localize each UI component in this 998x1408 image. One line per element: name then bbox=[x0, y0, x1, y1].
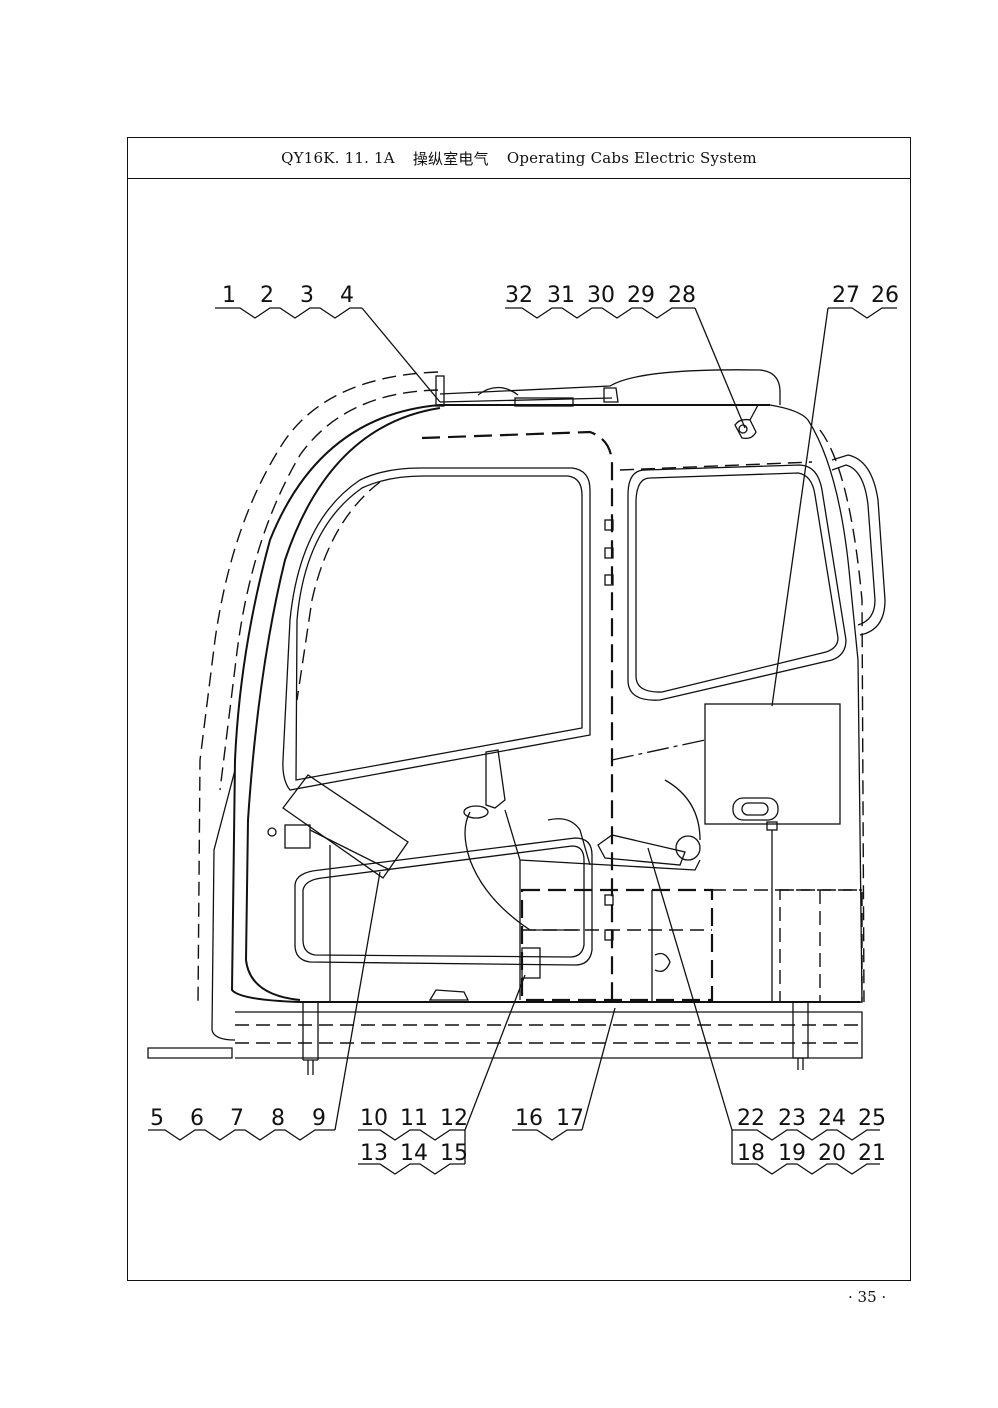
wiper-motor bbox=[734, 404, 759, 440]
callout-9: 9 bbox=[312, 1106, 326, 1131]
callout-6: 6 bbox=[190, 1106, 204, 1131]
drawing-code: QY16K. 11. 1A bbox=[281, 149, 395, 167]
callout-19: 19 bbox=[778, 1141, 806, 1166]
callout-group-bottom-d: 22 23 24 25 18 19 20 21 bbox=[731, 1106, 886, 1175]
joystick bbox=[463, 749, 701, 1000]
callout-24: 24 bbox=[818, 1106, 846, 1131]
callout-4: 4 bbox=[340, 283, 354, 308]
callout-21: 21 bbox=[858, 1141, 886, 1166]
callout-12: 12 bbox=[440, 1106, 468, 1131]
callout-group-top-center: 32 31 30 29 28 bbox=[505, 283, 696, 319]
roof-components bbox=[435, 375, 619, 407]
callout-26: 26 bbox=[871, 283, 899, 308]
roof-lamp-dome bbox=[477, 386, 519, 396]
ignition-switch bbox=[284, 824, 311, 849]
pedal-switch-block bbox=[597, 779, 701, 866]
callout-group-top-right: 27 26 bbox=[828, 283, 899, 319]
callout-1: 1 bbox=[222, 283, 236, 308]
roof-switch bbox=[603, 387, 619, 403]
relay-box bbox=[704, 703, 841, 1002]
callout-17: 17 bbox=[556, 1106, 584, 1131]
callout-10: 10 bbox=[360, 1106, 388, 1131]
callout-5: 5 bbox=[150, 1106, 164, 1131]
callout-18: 18 bbox=[737, 1141, 765, 1166]
callout-2: 2 bbox=[260, 283, 274, 308]
drawing-frame: QY16K. 11. 1A 操纵室电气 Operating Cabs Elect… bbox=[127, 137, 911, 1281]
control-panel-left bbox=[267, 774, 409, 1002]
callout-group-top-left: 1 2 3 4 bbox=[215, 283, 362, 319]
fuse-box-lower bbox=[520, 888, 714, 1002]
callout-32: 32 bbox=[505, 283, 533, 308]
callout-20: 20 bbox=[818, 1141, 846, 1166]
roof-lamp-base bbox=[514, 397, 574, 407]
callout-group-bottom-a: 5 6 7 8 9 bbox=[148, 1106, 335, 1141]
leader-lines bbox=[334, 307, 829, 1131]
callout-29: 29 bbox=[627, 283, 655, 308]
title-english: Operating Cabs Electric System bbox=[506, 149, 757, 167]
rear-cabinet bbox=[712, 889, 863, 1003]
callout-8: 8 bbox=[271, 1106, 285, 1131]
callout-7: 7 bbox=[230, 1106, 244, 1131]
antenna-post bbox=[435, 375, 445, 407]
callout-group-bottom-c: 16 17 bbox=[512, 1106, 584, 1141]
callout-31: 31 bbox=[547, 283, 575, 308]
key-icon bbox=[267, 827, 277, 837]
callout-28: 28 bbox=[668, 283, 696, 308]
door-hinges bbox=[604, 519, 614, 941]
callout-22: 22 bbox=[737, 1106, 765, 1131]
callout-3: 3 bbox=[300, 283, 314, 308]
callout-25: 25 bbox=[858, 1106, 886, 1131]
callout-30: 30 bbox=[587, 283, 615, 308]
title-chinese: 操纵室电气 bbox=[412, 149, 489, 168]
callout-16: 16 bbox=[515, 1106, 543, 1131]
callout-15: 15 bbox=[440, 1141, 468, 1166]
callout-27: 27 bbox=[832, 283, 860, 308]
cab-body bbox=[147, 369, 886, 1075]
callout-13: 13 bbox=[360, 1141, 388, 1166]
floor-pedal bbox=[428, 989, 470, 1001]
callout-23: 23 bbox=[778, 1106, 806, 1131]
callout-group-bottom-b: 10 11 12 13 14 15 bbox=[358, 1106, 468, 1175]
callout-14: 14 bbox=[400, 1141, 428, 1166]
title-bar: QY16K. 11. 1A 操纵室电气 Operating Cabs Elect… bbox=[128, 138, 910, 179]
page-number: · 35 · bbox=[848, 1288, 887, 1306]
callout-11: 11 bbox=[400, 1106, 428, 1131]
